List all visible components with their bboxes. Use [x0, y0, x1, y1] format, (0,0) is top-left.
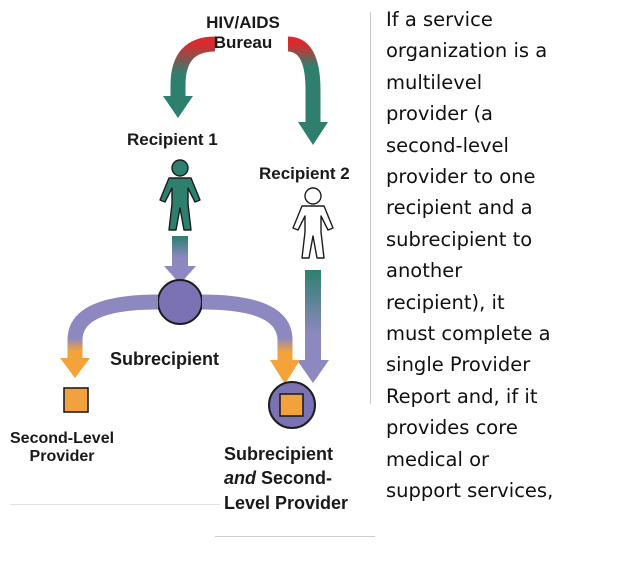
second-level-provider-line-1: Second-Level — [10, 430, 115, 447]
combined-label-line-2-rest: Second- — [256, 468, 333, 489]
combined-label-line-1: Subrecipient — [224, 444, 334, 464]
funding-flow-diagram — [60, 36, 334, 429]
arrow-recipient-1-to-subrecipient — [164, 236, 196, 284]
paragraph-line: provider to one — [386, 165, 536, 189]
explanatory-paragraph: If a service organization is a multileve… — [386, 4, 632, 507]
paragraph-line: subrecipient to — [386, 227, 533, 251]
subrecipient-and-second-level-label: Subrecipient and Second- Level Provider — [224, 442, 348, 515]
paragraph-line: provider (a — [386, 102, 494, 126]
second-level-provider-label: Second-Level Provider — [10, 430, 114, 467]
arrow-bureau-to-recipient-2 — [287, 36, 328, 145]
horizontal-divider-left — [10, 504, 220, 505]
paragraph-line: single Provider — [386, 353, 531, 377]
recipient-1-person-icon — [159, 159, 201, 231]
horizontal-divider-right — [215, 536, 375, 537]
subrecipient-and-second-level-node — [268, 381, 316, 429]
paragraph-line: must complete a — [386, 322, 551, 346]
arrow-bureau-to-recipient-1 — [163, 36, 216, 118]
recipient-1-label: Recipient 1 — [127, 130, 218, 149]
paragraph-line: another — [386, 259, 463, 283]
arrow-subrecipient-to-combined — [201, 294, 300, 384]
hiv-aids-bureau-label: HIV/AIDS Bureau — [188, 13, 298, 52]
paragraph-line: recipient), it — [386, 290, 505, 314]
arrow-recipient-2-to-combined — [297, 270, 329, 383]
paragraph-line: If a service — [386, 8, 493, 31]
paragraph-line: second-level — [386, 133, 509, 157]
hiv-aids-bureau-line-2: Bureau — [213, 32, 273, 52]
paragraph-line: support services, — [386, 479, 554, 503]
paragraph-line: multilevel — [386, 70, 483, 94]
combined-label-and: and — [224, 468, 257, 489]
vertical-divider — [370, 12, 371, 404]
paragraph-line: medical or — [386, 447, 490, 471]
paragraph-line: recipient and a — [386, 196, 533, 220]
arrow-subrecipient-to-second-level — [60, 294, 159, 378]
combined-label-line-2: and Second- — [224, 466, 348, 490]
second-level-provider-line-2: Provider — [29, 448, 95, 466]
paragraph-line: organization is a — [386, 39, 548, 63]
recipient-2-person-icon — [292, 187, 334, 259]
subrecipient-label: Subrecipient — [110, 349, 220, 369]
recipient-2-label: Recipient 2 — [259, 164, 350, 183]
subrecipient-circle — [157, 279, 203, 325]
paragraph-line: provides core — [386, 416, 518, 440]
paragraph-line: Report and, if it — [386, 384, 538, 408]
second-level-provider-square — [63, 387, 89, 413]
combined-label-line-3: Level Provider — [224, 492, 349, 513]
hiv-aids-bureau-line-1: HIV/AIDS — [206, 13, 280, 32]
